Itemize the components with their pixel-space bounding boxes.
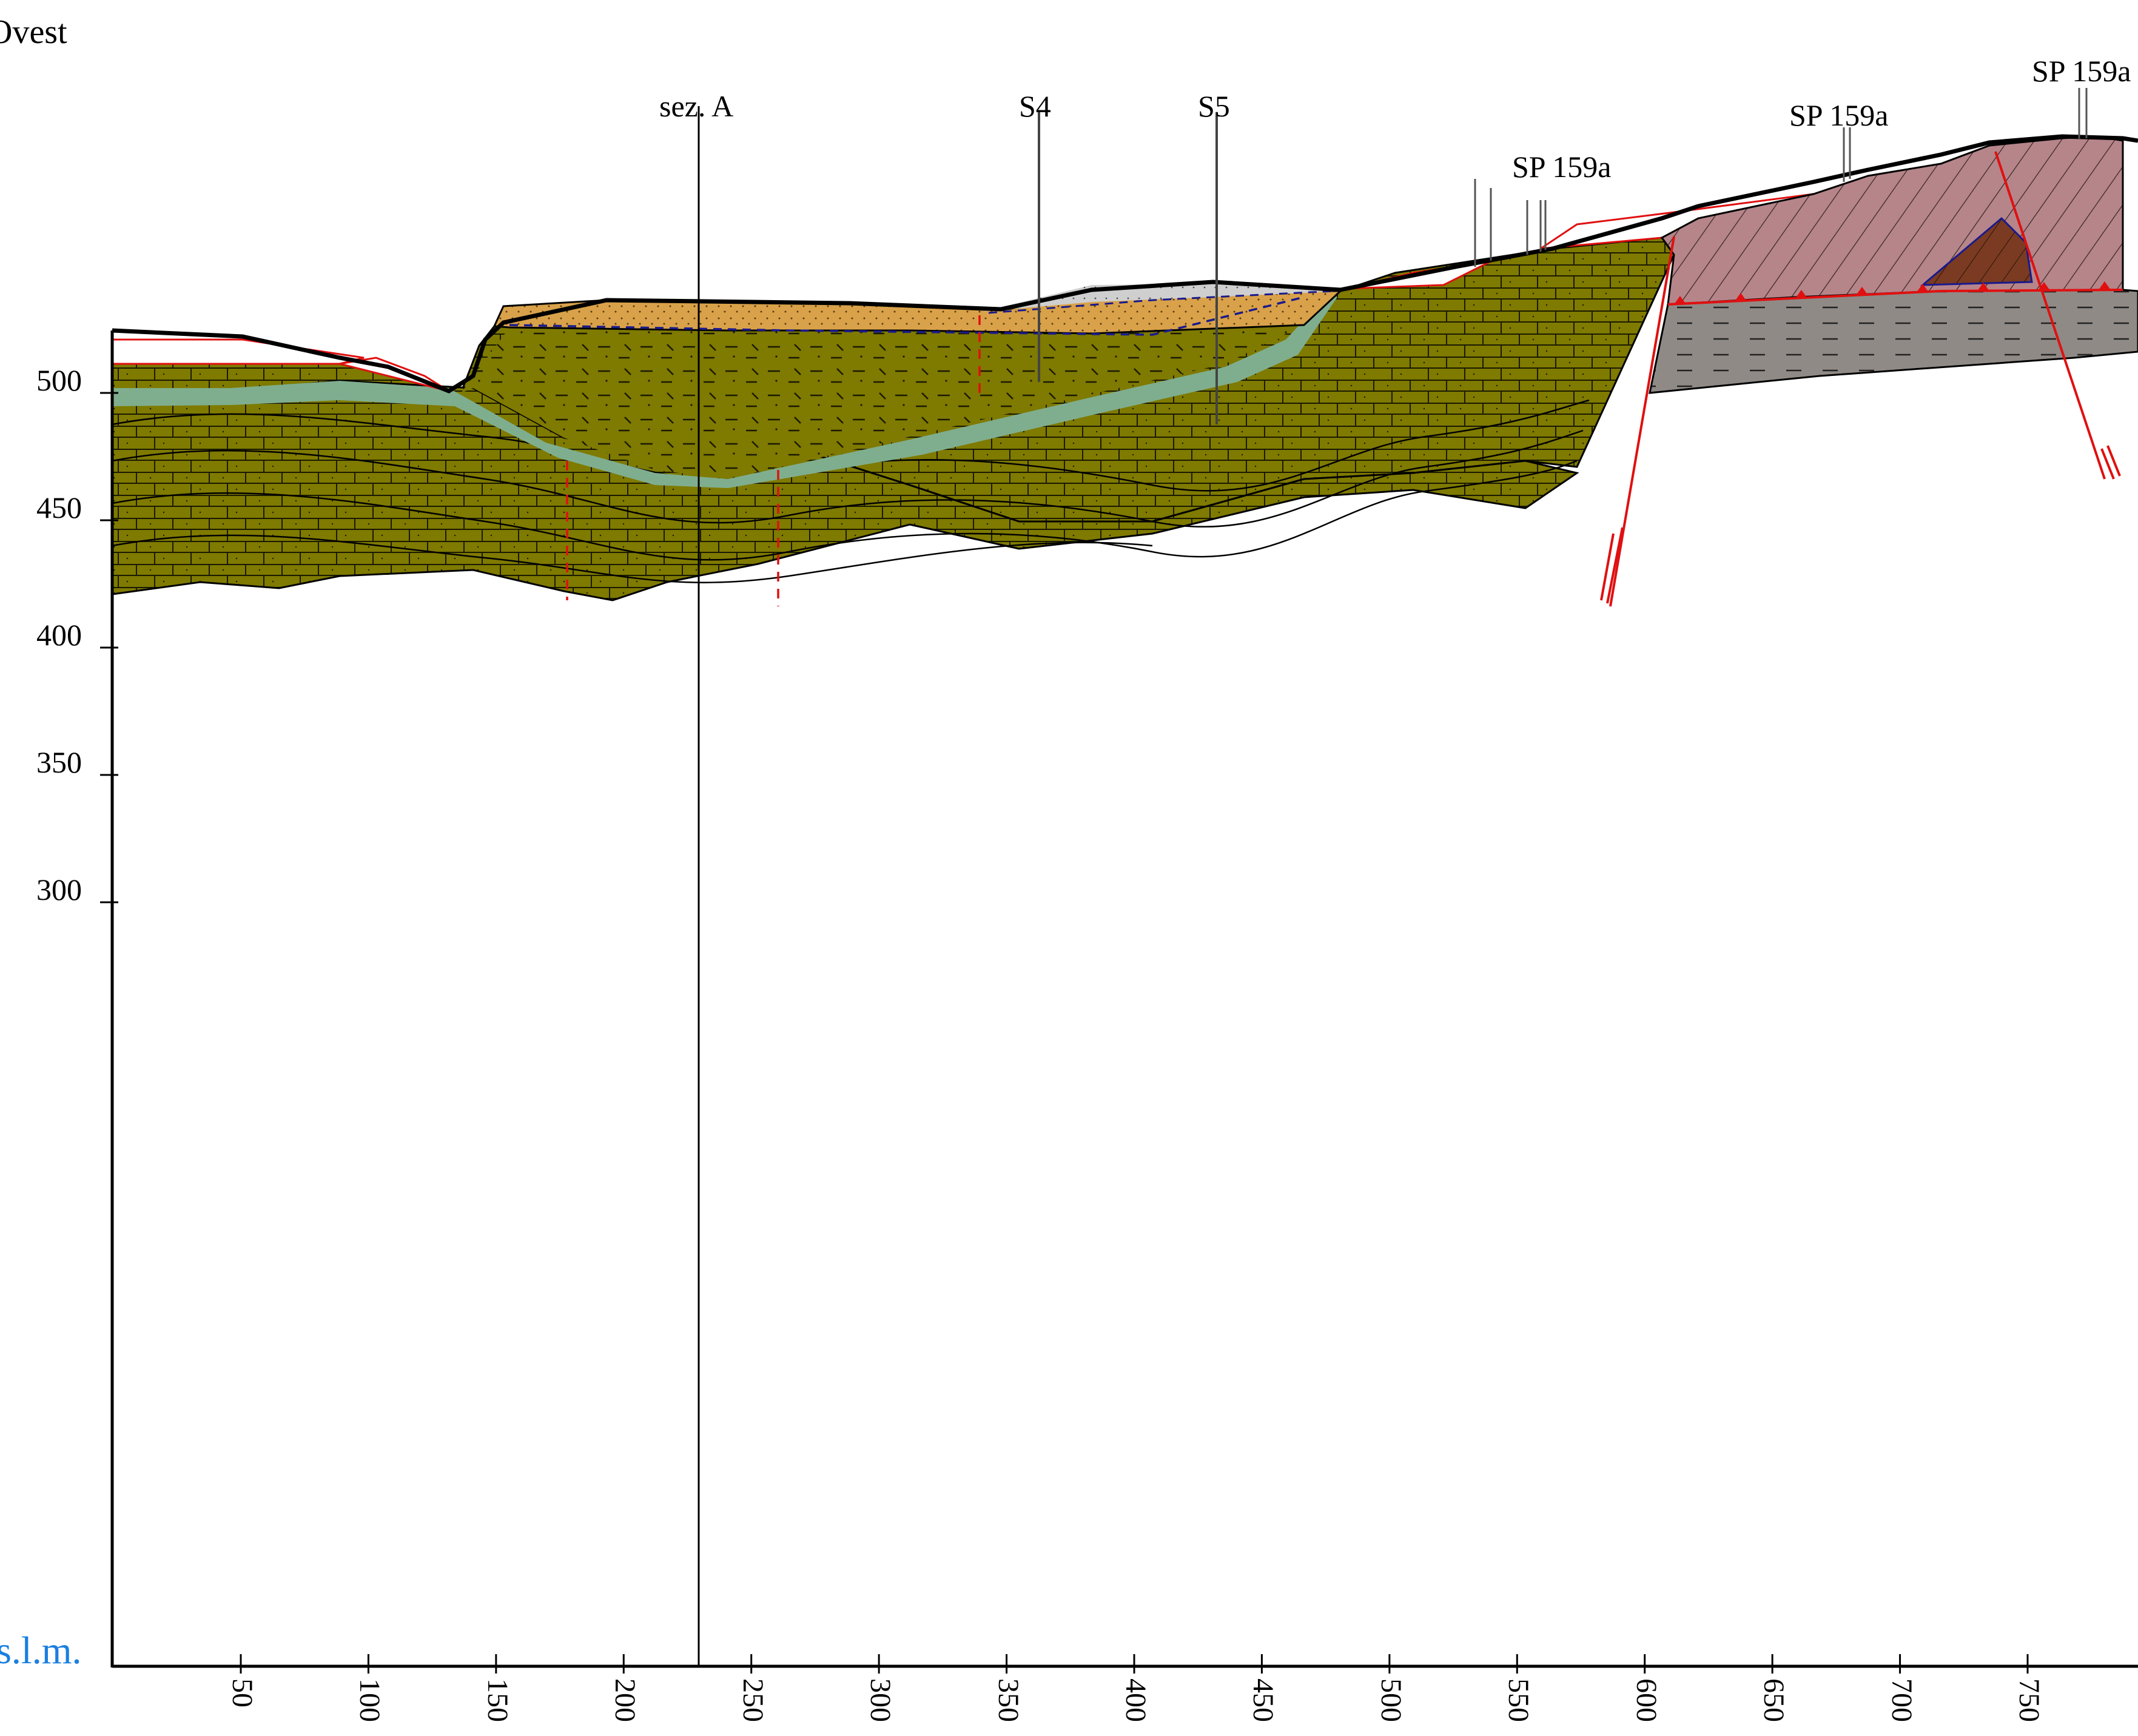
inferred-faults bbox=[566, 315, 981, 606]
well-label-s4: S4 bbox=[1019, 89, 1051, 123]
y-tick-350: 350 bbox=[36, 745, 82, 779]
x-tick-label: 300 bbox=[864, 1678, 897, 1722]
sp-label-2: SP 159a bbox=[1789, 98, 1889, 132]
x-tick-label: 700 bbox=[1885, 1678, 1918, 1722]
x-tick-label: 100 bbox=[354, 1678, 386, 1722]
x-tick-label: 200 bbox=[609, 1678, 642, 1722]
x-tick-label: 750 bbox=[2013, 1678, 2045, 1722]
y-tick-450: 450 bbox=[36, 491, 82, 524]
x-axis-ticks bbox=[240, 1654, 2029, 1674]
thrust-fault bbox=[1667, 289, 2123, 306]
landslide-body bbox=[461, 325, 1304, 479]
ground-surface bbox=[112, 134, 2138, 394]
x-tick-label: 600 bbox=[1630, 1678, 1662, 1722]
y-axis-ticks bbox=[100, 392, 118, 903]
y-tick-400: 400 bbox=[36, 618, 82, 652]
y-tick-300: 300 bbox=[36, 873, 82, 907]
normal-faults bbox=[1600, 151, 2121, 607]
x-tick-label: 150 bbox=[481, 1678, 514, 1722]
bedding-lines bbox=[112, 399, 1590, 584]
x-tick-label: 450 bbox=[1247, 1678, 1280, 1722]
unit-label: s.l.m. bbox=[0, 1629, 82, 1672]
x-tick-label: 550 bbox=[1502, 1678, 1535, 1722]
sp-label-3: SP 159a bbox=[2032, 54, 2131, 88]
shale-unit bbox=[1649, 289, 2138, 394]
sp-label-1: SP 159a bbox=[1512, 150, 1612, 184]
x-tick-label: 350 bbox=[992, 1678, 1024, 1722]
water-table bbox=[509, 296, 1305, 336]
x-tick-label: 500 bbox=[1374, 1678, 1407, 1722]
section-line-label: sez. A bbox=[659, 89, 734, 123]
mauve-unit bbox=[1660, 135, 2124, 306]
sp-leader-lines bbox=[1474, 88, 2088, 267]
x-tick-label: 250 bbox=[736, 1678, 769, 1722]
x-tick-label: 50 bbox=[226, 1678, 258, 1708]
x-tick-label: 400 bbox=[1120, 1678, 1152, 1722]
shear-zone bbox=[112, 293, 1337, 488]
side-label: Ovest bbox=[0, 13, 67, 51]
well-label-s5: S5 bbox=[1198, 89, 1230, 123]
x-tick-label: 650 bbox=[1758, 1678, 1790, 1722]
y-tick-500: 500 bbox=[36, 363, 82, 397]
alluvium-wedge bbox=[983, 284, 1340, 312]
